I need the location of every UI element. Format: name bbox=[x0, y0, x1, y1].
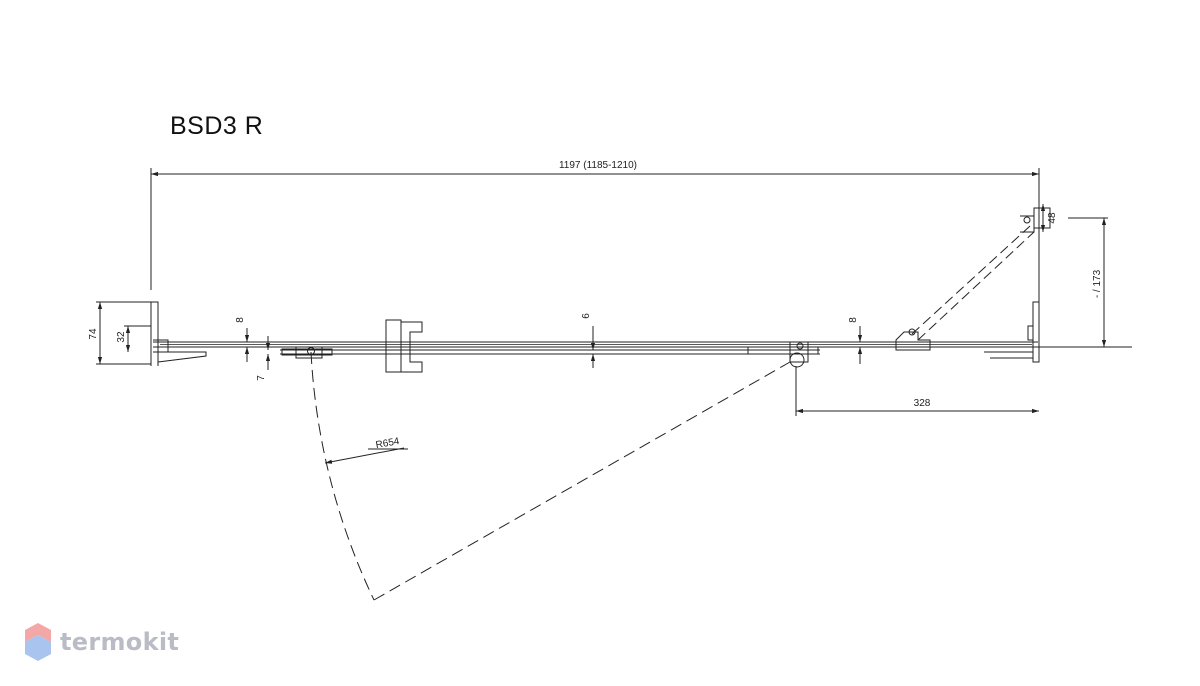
drawing-title: BSD3 R bbox=[170, 112, 264, 140]
right-roller-pivot bbox=[796, 342, 804, 350]
door-depth-label: - / 173 bbox=[1092, 269, 1103, 298]
right-profile-cap bbox=[984, 351, 1034, 359]
top-hinge-pivot bbox=[1023, 216, 1031, 224]
door-handle bbox=[385, 319, 423, 373]
left-gap-label: 8 bbox=[235, 317, 246, 323]
right-roller bbox=[789, 341, 809, 363]
radius-leader bbox=[324, 447, 405, 464]
hinge-offset-label: 48 bbox=[1047, 212, 1058, 224]
left-wall-profile bbox=[150, 301, 169, 366]
swing-door-line bbox=[373, 361, 791, 601]
brand-name: termokit bbox=[60, 628, 180, 656]
right-roller-bracket bbox=[747, 346, 819, 355]
left-gap7-label: 7 bbox=[256, 375, 267, 381]
swing-radius-label: R654 bbox=[375, 436, 401, 451]
profile-inner-label: 32 bbox=[116, 331, 127, 343]
right-gap-label: 8 bbox=[848, 317, 859, 323]
door-width-label: 328 bbox=[914, 398, 931, 409]
overall-width-label: 1197 (1185-1210) bbox=[559, 160, 637, 171]
profile-depth-label: 74 bbox=[88, 328, 99, 340]
right-wall-profile bbox=[1027, 301, 1040, 363]
right-hinge-bracket bbox=[895, 331, 931, 351]
hexagon-logo-icon bbox=[25, 623, 51, 661]
right-hinge-pivot bbox=[908, 328, 916, 336]
glass-thickness-label: 6 bbox=[581, 313, 592, 319]
open-door-outline bbox=[911, 225, 1035, 341]
brand-logo: termokit bbox=[24, 621, 179, 663]
left-profile-cap bbox=[157, 351, 207, 363]
right-roller-wheel bbox=[789, 352, 805, 368]
left-roller bbox=[281, 346, 333, 359]
swing-arc bbox=[310, 351, 375, 601]
